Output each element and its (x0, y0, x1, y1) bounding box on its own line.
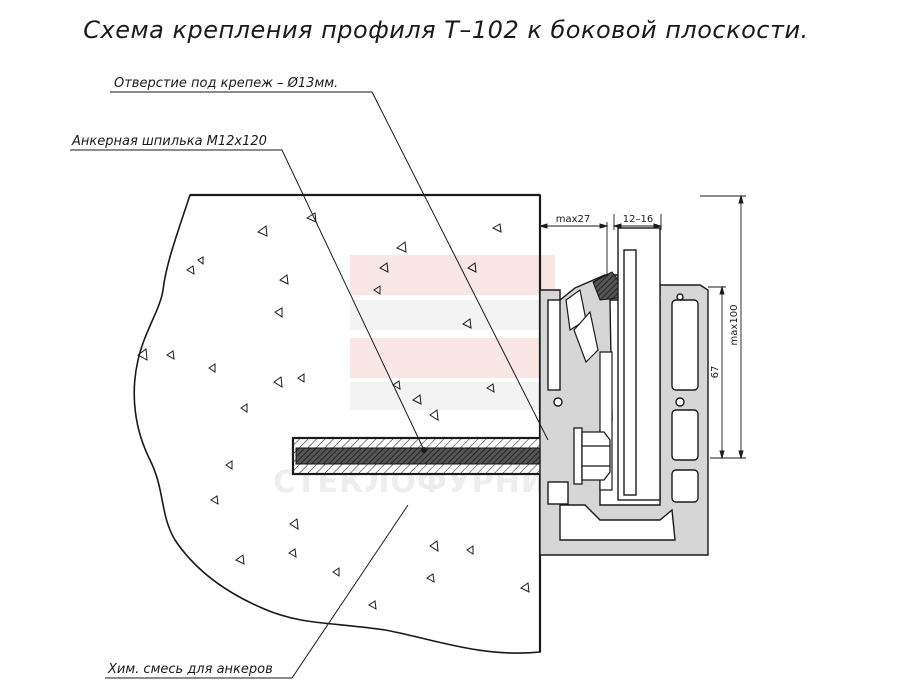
watermark-block-top (350, 255, 555, 295)
nut-assembly (573, 427, 611, 485)
callout-leaders (70, 91, 549, 679)
watermark-block-bottom (350, 382, 555, 410)
nut (581, 431, 611, 481)
profile-screw-hole-2 (675, 397, 685, 407)
profile-cavity-1 (547, 299, 561, 391)
diagram-title: Схема крепления профиля Т–102 к боковой … (83, 16, 808, 44)
rubber-seal (592, 271, 619, 301)
watermark-block-low (350, 338, 555, 378)
profile-base-pocket (559, 504, 676, 541)
dimension-lines (538, 194, 746, 460)
watermark-block-mid (350, 300, 555, 330)
profile-cavity-5 (671, 469, 699, 503)
washer (573, 427, 583, 485)
callout-chem: Хим. смесь для анкеров (107, 662, 273, 677)
dim-height-inner: 67 (710, 366, 721, 379)
concrete-aggregate (137, 212, 530, 610)
concrete-wall (133, 194, 541, 654)
dim-height-total: max100 (729, 305, 740, 346)
profile-screw-hole-1 (553, 397, 563, 407)
profile-screw-hole-3 (676, 293, 684, 301)
profile-cavity-4 (671, 409, 699, 461)
callout-hole: Отверстие под крепеж – Ø13мм. (114, 76, 338, 91)
profile-cavity-2 (547, 481, 569, 505)
glass-inner (623, 249, 637, 496)
glass-panel (617, 227, 661, 501)
profile-cavity-3 (671, 299, 699, 391)
dim-gap: max27 (556, 214, 591, 225)
dim-glass: 12–16 (623, 214, 653, 225)
callout-anchor: Анкерная шпилька М12х120 (71, 134, 267, 149)
